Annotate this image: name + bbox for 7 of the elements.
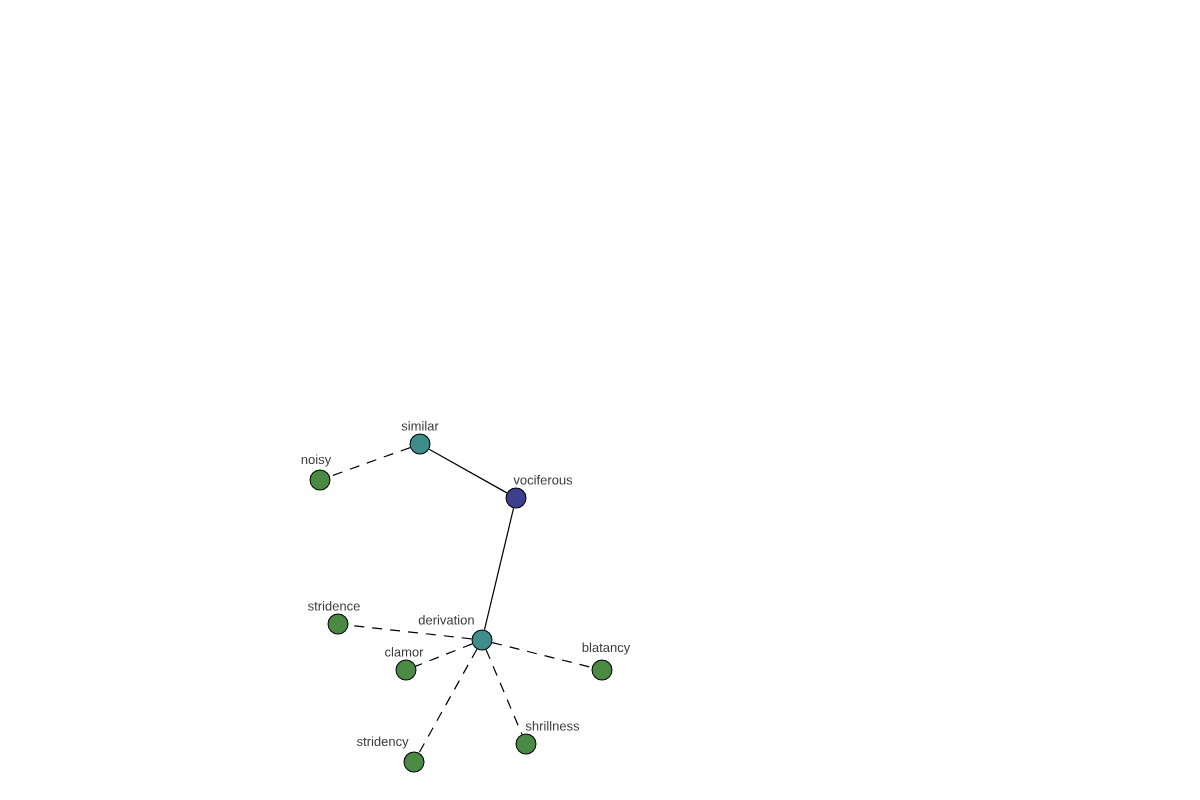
connector-line xyxy=(418,648,478,754)
connector-line xyxy=(485,649,523,735)
connector-line xyxy=(483,507,515,631)
connector-line xyxy=(428,448,508,494)
connector-line xyxy=(329,446,411,478)
connector-line xyxy=(491,641,593,669)
connector-line xyxy=(415,643,473,667)
